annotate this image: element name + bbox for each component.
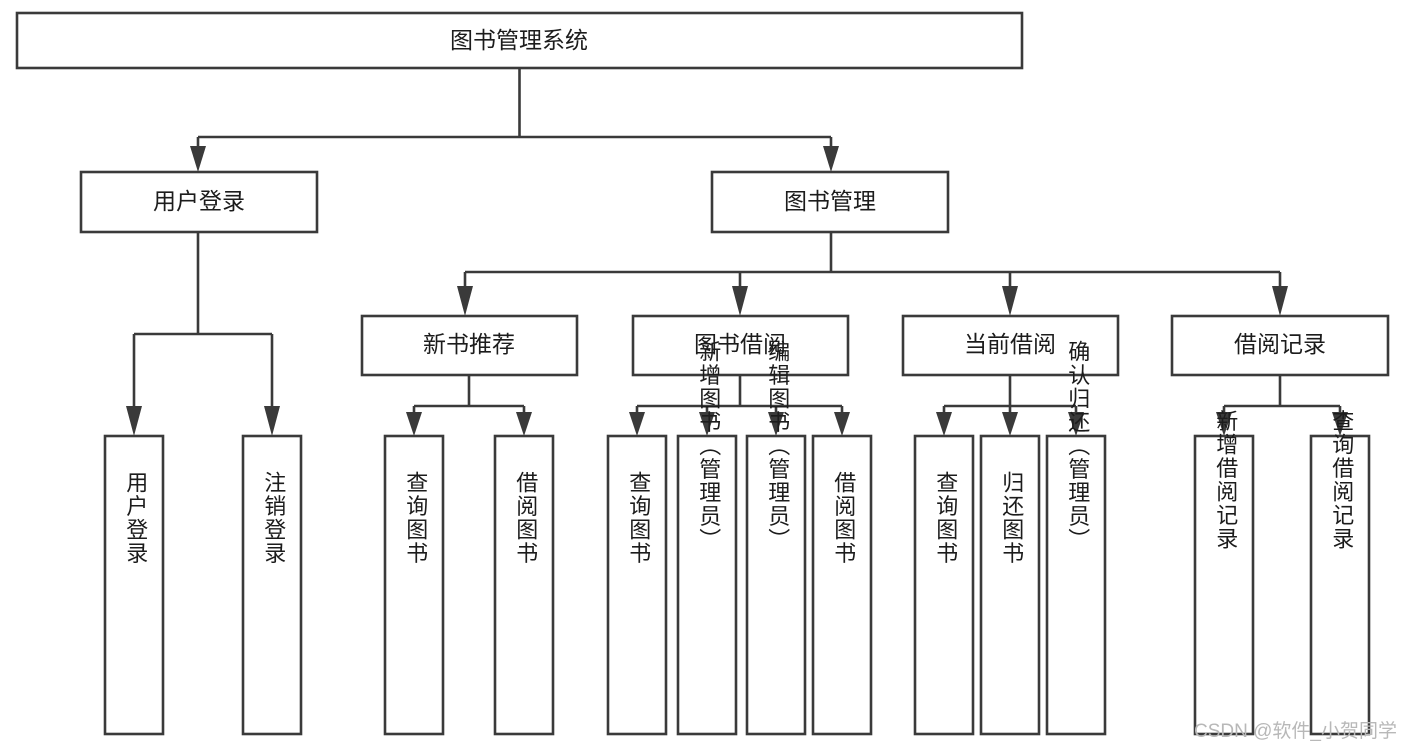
arrow-head-leaf-user-logout	[264, 406, 280, 436]
node-borrow-record-label: 借阅记录	[1234, 331, 1326, 357]
node-leaf-user-logout-label: 注销登录	[261, 471, 286, 565]
node-root-title-label: 图书管理系统	[450, 27, 588, 53]
node-leaf-query-book-3-label: 查询图书	[933, 471, 958, 565]
connector-group-book-manage	[457, 232, 1288, 316]
node-leaf-user-logout[interactable]: 注销登录	[241, 434, 303, 736]
node-user-login-label: 用户登录	[153, 188, 245, 214]
node-leaf-edit-book-label: 编辑图书（管理员）	[765, 340, 790, 552]
node-leaf-borrow-book-2-label: 借阅图书	[831, 471, 856, 565]
node-book-manage[interactable]: 图书管理	[710, 170, 950, 234]
arrow-head-leaf-query-book-3	[936, 412, 952, 436]
node-leaf-edit-book[interactable]: 编辑图书（管理员）	[745, 340, 807, 736]
node-leaf-add-record-box[interactable]	[1193, 434, 1255, 736]
connector-group-book-borrow	[629, 375, 850, 436]
node-leaf-user-login-box[interactable]	[103, 434, 165, 736]
arrow-head-leaf-borrow-book-2	[834, 412, 850, 436]
node-leaf-return-book-box[interactable]	[979, 434, 1041, 736]
node-leaf-add-book[interactable]: 新增图书（管理员）	[676, 340, 738, 736]
arrow-head-book-borrow	[732, 286, 748, 316]
node-new-book-rec-box[interactable]	[360, 314, 579, 377]
arrow-head-leaf-query-book-1	[406, 412, 422, 436]
node-leaf-borrow-book-1[interactable]: 借阅图书	[493, 434, 555, 736]
node-book-manage-label: 图书管理	[784, 188, 876, 214]
node-leaf-confirm-return[interactable]: 确认归还（管理员）	[1045, 340, 1107, 736]
arrow-head-leaf-user-login	[126, 406, 142, 436]
connector-group-root	[190, 68, 839, 172]
arrow-head-borrow-record	[1272, 286, 1288, 316]
node-current-borrow-box[interactable]	[901, 314, 1120, 377]
node-leaf-query-book-2-label: 查询图书	[626, 471, 651, 565]
node-borrow-record-box[interactable]	[1170, 314, 1390, 377]
node-leaf-return-book[interactable]: 归还图书	[979, 434, 1041, 736]
node-leaf-edit-book-box[interactable]	[745, 434, 807, 736]
node-root-title-box[interactable]	[15, 11, 1024, 70]
arrow-head-current-borrow	[1002, 286, 1018, 316]
node-leaf-add-record-label: 新增借阅记录	[1213, 410, 1238, 551]
node-leaf-borrow-book-1-label: 借阅图书	[513, 471, 538, 565]
node-new-book-rec-label: 新书推荐	[423, 331, 515, 357]
node-user-login-box[interactable]	[79, 170, 319, 234]
node-leaf-user-login-label: 用户登录	[123, 471, 148, 565]
arrow-head-book-manage	[823, 146, 839, 172]
node-leaf-query-book-2[interactable]: 查询图书	[606, 434, 668, 736]
node-leaf-confirm-return-box[interactable]	[1045, 434, 1107, 736]
node-leaf-add-book-box[interactable]	[676, 434, 738, 736]
node-current-borrow-label: 当前借阅	[964, 331, 1056, 357]
arrow-head-user-login	[190, 146, 206, 172]
node-leaf-query-book-3[interactable]: 查询图书	[913, 434, 975, 736]
node-user-login[interactable]: 用户登录	[79, 170, 319, 234]
node-leaf-query-book-3-box[interactable]	[913, 434, 975, 736]
arrow-head-leaf-query-book-2	[629, 412, 645, 436]
node-leaf-add-record[interactable]: 新增借阅记录	[1193, 410, 1255, 736]
node-book-borrow[interactable]: 图书借阅	[631, 314, 850, 377]
node-leaf-add-book-label: 新增图书（管理员）	[696, 340, 721, 552]
arrow-head-leaf-borrow-book-1	[516, 412, 532, 436]
node-new-book-rec[interactable]: 新书推荐	[360, 314, 579, 377]
node-root-title[interactable]: 图书管理系统	[15, 11, 1024, 70]
node-leaf-confirm-return-label: 确认归还（管理员）	[1065, 340, 1090, 552]
node-borrow-record[interactable]: 借阅记录	[1170, 314, 1390, 377]
csdn-watermark: CSDN @软件_小贺同学	[1194, 721, 1397, 742]
connector-group-user-login	[126, 232, 280, 436]
node-leaf-query-record-box[interactable]	[1309, 434, 1371, 736]
node-leaf-query-book-1[interactable]: 查询图书	[383, 434, 445, 736]
arrow-head-leaf-add-record	[1216, 412, 1232, 436]
node-leaf-borrow-book-2[interactable]: 借阅图书	[811, 434, 873, 736]
connector-group-borrow-record	[1216, 375, 1348, 436]
node-leaf-user-logout-box[interactable]	[241, 434, 303, 736]
arrow-head-leaf-add-book	[699, 412, 715, 436]
arrow-head-leaf-edit-book	[768, 412, 784, 436]
node-leaf-query-record-label: 查询借阅记录	[1329, 410, 1354, 551]
arrow-head-leaf-return-book	[1002, 412, 1018, 436]
node-book-manage-box[interactable]	[710, 170, 950, 234]
connector-group-current-borrow	[936, 375, 1084, 436]
node-leaf-query-book-2-box[interactable]	[606, 434, 668, 736]
node-leaf-query-book-1-label: 查询图书	[403, 471, 428, 565]
node-leaf-query-book-1-box[interactable]	[383, 434, 445, 736]
arrow-head-leaf-query-record	[1332, 412, 1348, 436]
node-leaf-borrow-book-2-box[interactable]	[811, 434, 873, 736]
node-leaf-borrow-book-1-box[interactable]	[493, 434, 555, 736]
node-current-borrow[interactable]: 当前借阅	[901, 314, 1120, 377]
node-book-borrow-box[interactable]	[631, 314, 850, 377]
connector-group-new-book-rec	[406, 375, 532, 436]
node-leaf-return-book-label: 归还图书	[999, 471, 1024, 565]
node-book-borrow-label: 图书借阅	[694, 331, 786, 357]
node-leaf-user-login[interactable]: 用户登录	[103, 434, 165, 736]
arrow-head-leaf-confirm-return	[1068, 412, 1084, 436]
node-leaf-query-record[interactable]: 查询借阅记录	[1309, 410, 1371, 736]
arrow-head-new-book-rec	[457, 286, 473, 316]
